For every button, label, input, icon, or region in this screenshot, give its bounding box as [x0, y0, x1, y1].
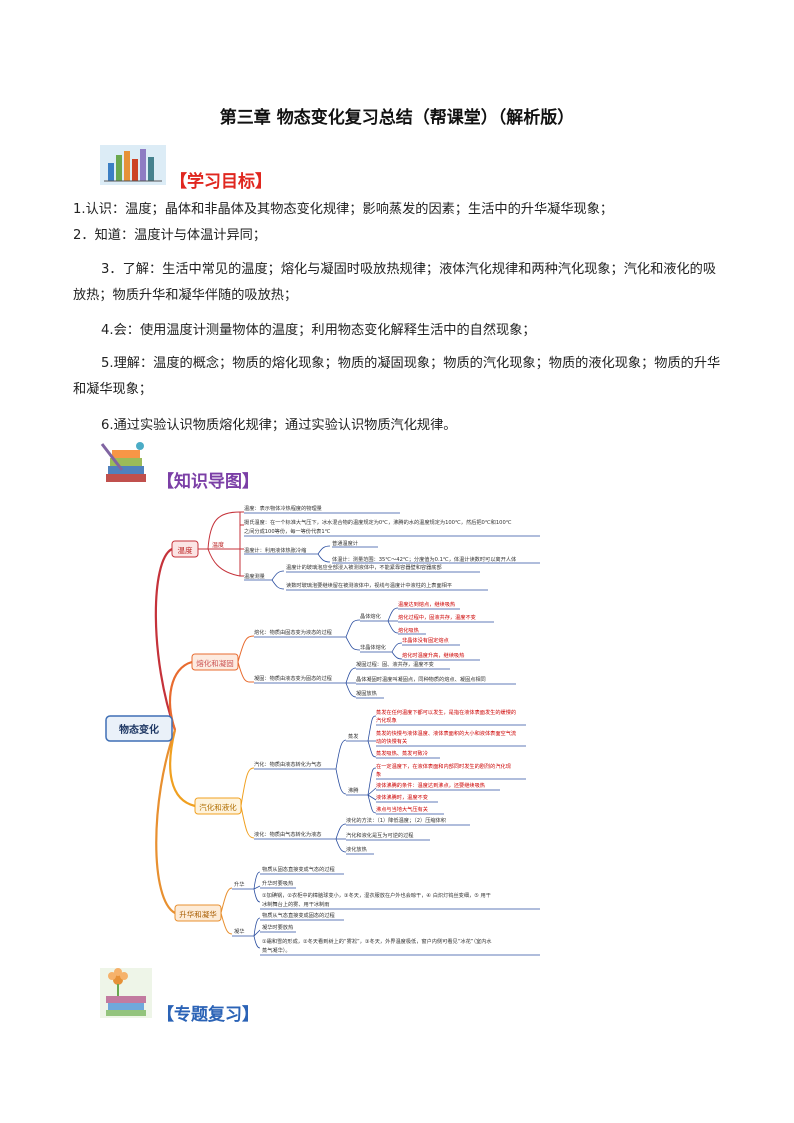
svg-text:熔化吸热: 熔化吸热 — [398, 626, 420, 634]
svg-text:温度计的玻璃泡应全部浸入被测液体中，不能紧靠容器壁和容器底部: 温度计的玻璃泡应全部浸入被测液体中，不能紧靠容器壁和容器底部 — [286, 563, 442, 571]
svg-text:沸点与当地大气压有关: 沸点与当地大气压有关 — [376, 805, 428, 813]
svg-text:动的快慢有关: 动的快慢有关 — [376, 737, 407, 745]
svg-text:蒸气凝华）。: 蒸气凝华）。 — [262, 946, 291, 954]
svg-text:普通温度计: 普通温度计 — [332, 539, 358, 547]
svg-text:凝固：物质由液态变为固态的过程: 凝固：物质由液态变为固态的过程 — [254, 674, 332, 682]
svg-text:物态变化: 物态变化 — [119, 723, 159, 736]
svg-text:晶体熔化: 晶体熔化 — [360, 612, 381, 620]
goal-5: 5.理解：温度的概念；物质的熔化现象；物质的凝固现象；物质的汽化现象；物质的液化… — [73, 356, 721, 397]
svg-text:①霜和雪的形成，②冬天看到树上的“雾凇”，③冬天，外界温度极: ①霜和雪的形成，②冬天看到树上的“雾凇”，③冬天，外界温度极低，窗户内侧可看见“… — [262, 937, 492, 945]
svg-text:液体沸腾时，温度不变: 液体沸腾时，温度不变 — [376, 793, 428, 801]
books-chart-icon — [100, 145, 166, 185]
section-heading-review: 【专题复习】 — [157, 1005, 259, 1025]
svg-text:温度测量: 温度测量 — [244, 572, 265, 580]
svg-text:温度计：利用液体热胀冷缩: 温度计：利用液体热胀冷缩 — [244, 546, 306, 554]
svg-text:蒸发: 蒸发 — [348, 732, 358, 740]
svg-text:读数时玻璃泡要继续留在被测液体中，视线与温度计中液柱的上表面: 读数时玻璃泡要继续留在被测液体中，视线与温度计中液柱的上表面相平 — [286, 581, 452, 589]
svg-text:液化放热: 液化放热 — [346, 845, 368, 853]
svg-text:物质从气态直接变成固态的过程: 物质从气态直接变成固态的过程 — [262, 911, 335, 919]
svg-text:蒸发吸热、蒸发可致冷: 蒸发吸热、蒸发可致冷 — [376, 749, 428, 757]
svg-text:汽化和液化: 汽化和液化 — [199, 802, 237, 812]
svg-text:熔化时温度升高，继续吸热: 熔化时温度升高，继续吸热 — [402, 651, 465, 659]
svg-text:在一定温度下，在液体表面和内部同时发生的剧烈的汽化现: 在一定温度下，在液体表面和内部同时发生的剧烈的汽化现 — [376, 762, 511, 770]
svg-text:沸腾: 沸腾 — [348, 786, 359, 794]
page-title: 第三章 物态变化复习总结（帮课堂）（解析版） — [219, 108, 575, 128]
svg-text:液化：物质由气态转化为液态: 液化：物质由气态转化为液态 — [254, 830, 321, 838]
mindmap-root — [105, 715, 173, 742]
svg-text:凝固过程：固、液共存，温度不变: 凝固过程：固、液共存，温度不变 — [356, 660, 434, 668]
svg-text:升华时要吸热: 升华时要吸热 — [262, 879, 294, 887]
svg-text:非晶体熔化: 非晶体熔化 — [360, 643, 386, 651]
svg-text:蒸发在任何温度下都可以发生，是指在液体表面发生的缓慢的: 蒸发在任何温度下都可以发生，是指在液体表面发生的缓慢的 — [376, 708, 516, 716]
goal-4: 4.会：使用温度计测量物体的温度；利用物态变化解释生活中的自然现象； — [101, 323, 536, 338]
svg-text:熔化过程中，固液共存，温度不变: 熔化过程中，固液共存，温度不变 — [398, 613, 476, 621]
svg-text:汽化和液化是互为可逆的过程: 汽化和液化是互为可逆的过程 — [346, 831, 413, 839]
goal-2: 2．知道：温度计与体温计异同； — [73, 228, 267, 243]
svg-text:汽化现象: 汽化现象 — [376, 716, 397, 724]
flower-books-icon — [100, 968, 152, 1018]
svg-text:蒸发的快慢与液体温度、液体表面积的大小和液体表面空气流: 蒸发的快慢与液体温度、液体表面积的大小和液体表面空气流 — [376, 729, 516, 737]
svg-text:温度: 温度 — [212, 541, 224, 549]
svg-text:之间分成100等份，每一等份代表1℃: 之间分成100等份，每一等份代表1℃ — [244, 527, 331, 535]
svg-text:摄氏温度：在一个标准大气压下，冰水混合物的温度规定为0℃，沸: 摄氏温度：在一个标准大气压下，冰水混合物的温度规定为0℃，沸腾的水的温度规定为1… — [244, 518, 512, 526]
goal-3: 3．了解：生活中常见的温度；熔化与凝固时吸放热规律；液体汽化规律和两种汽化现象；… — [73, 262, 717, 303]
section-heading-map: 【知识导图】 — [157, 472, 259, 492]
svg-text:凝固放热: 凝固放热 — [356, 689, 378, 697]
svg-text:冰制舞台上的雾、用干冰制雨: 冰制舞台上的雾、用干冰制雨 — [262, 900, 329, 908]
svg-text:物质从固态直接变成气态的过程: 物质从固态直接变成气态的过程 — [262, 865, 335, 873]
knowledge-mindmap: 物态变化 温度 熔化和凝固 汽化和液化 升华和凝华 温度 温度：表示物体冷热程度… — [105, 504, 540, 956]
svg-text:温度：表示物体冷热程度的物理量: 温度：表示物体冷热程度的物理量 — [244, 504, 322, 512]
svg-text:①加碘锅，②衣柜中的樟脑球变小，③冬天，湿衣服放在户外也会晾: ①加碘锅，②衣柜中的樟脑球变小，③冬天，湿衣服放在户外也会晾干，④ 白炽灯钨丝变… — [262, 891, 491, 899]
stacked-books-icon — [100, 442, 146, 482]
svg-text:熔化：物质由固态变为液态的过程: 熔化：物质由固态变为液态的过程 — [254, 628, 332, 636]
svg-text:温度: 温度 — [178, 545, 193, 555]
svg-text:象: 象 — [376, 770, 381, 778]
svg-text:非晶体没有固定熔点: 非晶体没有固定熔点 — [402, 636, 449, 644]
svg-text:液体沸腾的条件：温度达到沸点，还要继续吸热: 液体沸腾的条件：温度达到沸点，还要继续吸热 — [376, 781, 486, 789]
svg-text:升华: 升华 — [234, 880, 244, 888]
goal-1: 1.认识：温度；晶体和非晶体及其物态变化规律；影响蒸发的因素；生活中的升华凝华现… — [73, 202, 614, 217]
section-heading-goals: 【学习目标】 — [170, 172, 272, 192]
goal-6: 6.通过实验认识物质熔化规律；通过实验认识物质汽化规律。 — [101, 418, 457, 433]
svg-text:体温计：测量范围：35℃～42℃；分度值为0.1℃，体温计读: 体温计：测量范围：35℃～42℃；分度值为0.1℃，体温计读数时可以离开人体 — [332, 555, 517, 563]
svg-text:温度达到熔点，继续吸热: 温度达到熔点，继续吸热 — [398, 600, 456, 608]
svg-text:凝华: 凝华 — [234, 927, 244, 935]
svg-text:熔化和凝固: 熔化和凝固 — [196, 658, 234, 668]
svg-text:汽化：物质由液态转化为气态: 汽化：物质由液态转化为气态 — [254, 760, 321, 768]
svg-text:凝华时要放热: 凝华时要放热 — [262, 923, 294, 931]
svg-text:升华和凝华: 升华和凝华 — [179, 909, 217, 919]
svg-text:液化的方法：（1）降低温度；（2）压缩体积: 液化的方法：（1）降低温度；（2）压缩体积 — [346, 816, 446, 824]
svg-text:晶体凝固时温度叫凝固点，同种物质的熔点、凝固点相同: 晶体凝固时温度叫凝固点，同种物质的熔点、凝固点相同 — [356, 675, 486, 683]
